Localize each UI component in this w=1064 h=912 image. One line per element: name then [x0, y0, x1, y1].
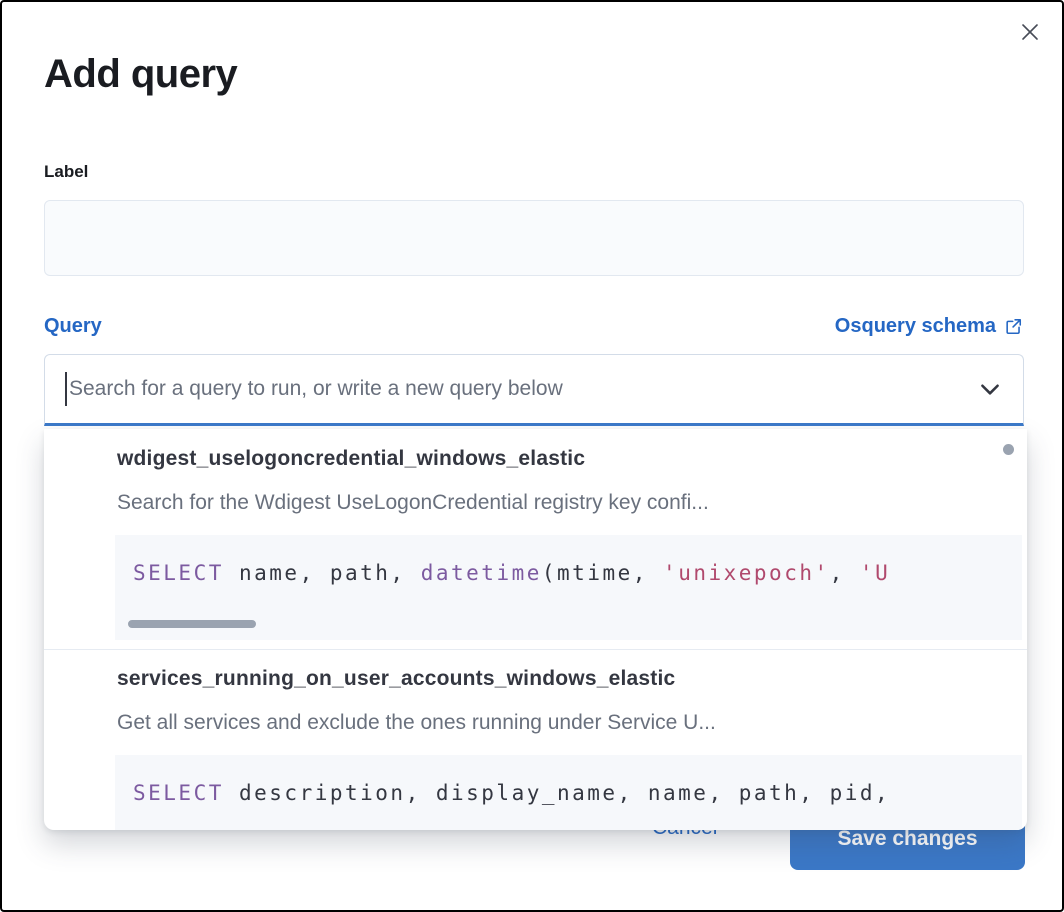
code-token: datetime	[420, 561, 542, 585]
code-token: SELECT	[133, 561, 224, 585]
chevron-down-icon[interactable]	[977, 376, 1003, 402]
code-token: (mtime,	[541, 561, 664, 585]
sql-code-line: SELECT name, path, datetime(mtime, 'unix…	[133, 561, 890, 585]
code-token: description, display_name, name, path, p…	[223, 781, 891, 805]
code-token: 'U	[859, 561, 891, 585]
query-suggestions-panel: wdigest_uselogoncredential_windows_elast…	[44, 429, 1027, 830]
osquery-schema-link[interactable]: Osquery schema	[835, 315, 1023, 338]
sql-code-line: SELECT description, display_name, name, …	[133, 781, 890, 805]
option-divider	[44, 649, 1027, 650]
horizontal-scroll-thumb[interactable]	[128, 620, 256, 628]
external-link-icon	[1006, 318, 1022, 335]
query-option-description: Get all services and exclude the ones ru…	[117, 711, 716, 734]
query-combobox-placeholder: Search for a query to run, or write a ne…	[69, 377, 563, 400]
query-code-preview: SELECT name, path, datetime(mtime, 'unix…	[115, 535, 1022, 640]
text-cursor	[65, 372, 67, 406]
label-field-label: Label	[44, 162, 89, 181]
osquery-schema-link-label: Osquery schema	[834, 315, 996, 337]
code-token: ,	[829, 561, 860, 585]
code-token: name, path,	[223, 561, 421, 585]
query-combobox[interactable]: Search for a query to run, or write a ne…	[44, 354, 1024, 426]
query-code-preview: SELECT description, display_name, name, …	[115, 755, 1022, 830]
close-icon[interactable]	[1016, 18, 1044, 46]
query-field-label: Query	[44, 315, 102, 337]
query-option-title: wdigest_uselogoncredential_windows_elast…	[117, 447, 586, 470]
query-option-description: Search for the Wdigest UseLogonCredentia…	[117, 491, 709, 514]
vertical-scroll-thumb[interactable]	[1003, 444, 1014, 455]
label-input[interactable]	[44, 200, 1024, 276]
page-title: Add query	[44, 52, 238, 96]
code-token: 'unixepoch'	[663, 561, 830, 585]
code-token: SELECT	[133, 781, 224, 805]
query-option-title: services_running_on_user_accounts_window…	[117, 667, 676, 690]
